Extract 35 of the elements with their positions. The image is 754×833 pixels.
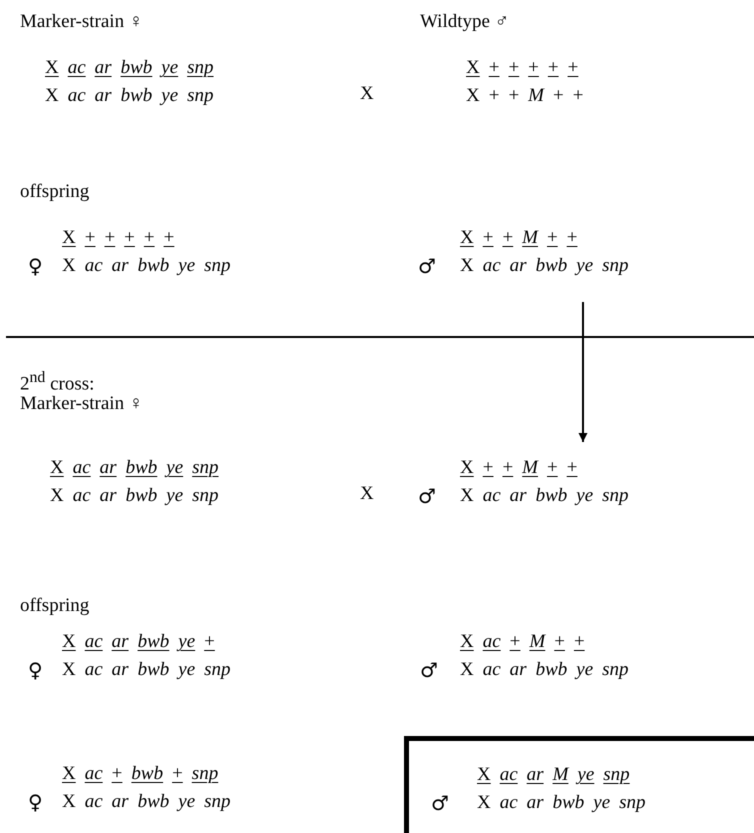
genotype-row-text: X ac ar bwb ye snp: [62, 658, 232, 682]
genotype-row-text: X ac ar bwb ye snp: [460, 658, 630, 682]
genotype-row-text: X + + M + +: [460, 456, 578, 480]
sex-symbol: ♀: [28, 253, 43, 280]
genotype-row-text: X ac ar bwb ye snp: [62, 254, 232, 278]
genotype-row-text: X ac ar bwb ye snp: [45, 56, 215, 80]
genotype-row-text: X ac ar bwb ye snp: [50, 484, 220, 508]
heading-text: Wildtype ♂: [420, 10, 509, 34]
genotype-row-text: X ac ar bwb ye +: [62, 630, 216, 654]
sex-symbol: ♂: [431, 790, 449, 817]
genotype-row-text: X ac ar bwb ye snp: [477, 791, 647, 815]
sex-symbol: ♂: [420, 657, 438, 684]
genotype-row-text: X ac ar M ye snp: [477, 763, 631, 787]
genotype-row-text: X + + + + +: [62, 226, 176, 250]
genotype-row-text: X + + M + +: [460, 226, 578, 250]
genotype-row-text: X ac ar bwb ye snp: [62, 790, 232, 814]
heading-text: offspring: [20, 180, 90, 204]
genotype-row-text: X + + M + +: [466, 84, 584, 108]
heading-text: Marker-strain ♀: [20, 10, 144, 34]
sex-symbol: ♂: [418, 483, 436, 510]
genotype-row-text: X ac ar bwb ye snp: [50, 456, 220, 480]
genotype-row-text: X ac ar bwb ye snp: [45, 84, 215, 108]
sex-symbol: ♀: [28, 789, 43, 816]
heading-text: offspring: [20, 594, 90, 618]
highlight-box: [404, 736, 754, 833]
genotype-row-text: X ac + M + +: [460, 630, 586, 654]
sex-symbol: ♂: [418, 253, 436, 280]
genotype-row-text: X + + + + +: [466, 56, 580, 80]
cross-sign: X: [360, 482, 374, 506]
genotype-row-text: X ac + bwb + snp: [62, 762, 220, 786]
cross-sign: X: [360, 82, 374, 106]
sex-symbol: ♀: [28, 657, 43, 684]
genotype-row-text: X ac ar bwb ye snp: [460, 484, 630, 508]
genotype-row-text: X ac ar bwb ye snp: [460, 254, 630, 278]
arrow: [578, 302, 588, 442]
